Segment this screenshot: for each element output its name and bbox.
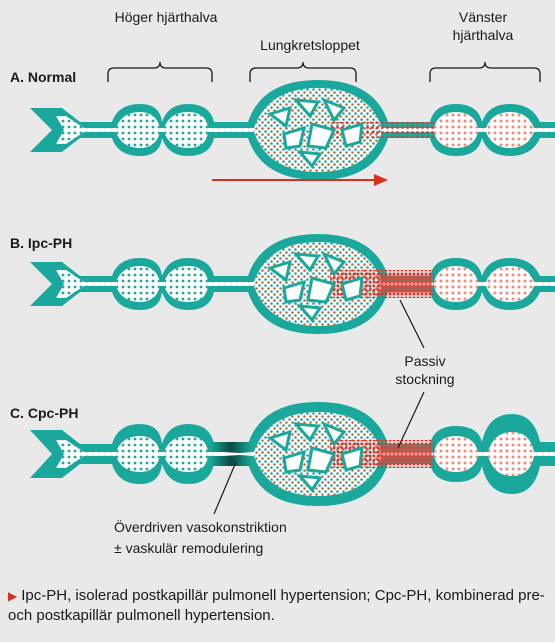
vasoconstriction-pointer xyxy=(214,462,236,514)
brace-pulmonary xyxy=(250,62,356,82)
passive-congestion-pointers xyxy=(398,300,424,448)
brace-left-heart xyxy=(430,62,540,82)
caption-text: Ipc-PH, isolerad postkapillär pulmonell … xyxy=(8,587,545,624)
vessel-row-normal xyxy=(30,80,555,180)
circulation-diagram xyxy=(0,0,555,580)
vessel-row-cpc-ph xyxy=(30,402,555,506)
figure-caption: ▶Ipc-PH, isolerad postkapillär pulmonell… xyxy=(8,586,548,625)
brace-right-heart xyxy=(108,62,212,82)
triangle-right-icon: ▶ xyxy=(8,589,17,603)
vessel-row-ipc-ph xyxy=(30,234,555,334)
